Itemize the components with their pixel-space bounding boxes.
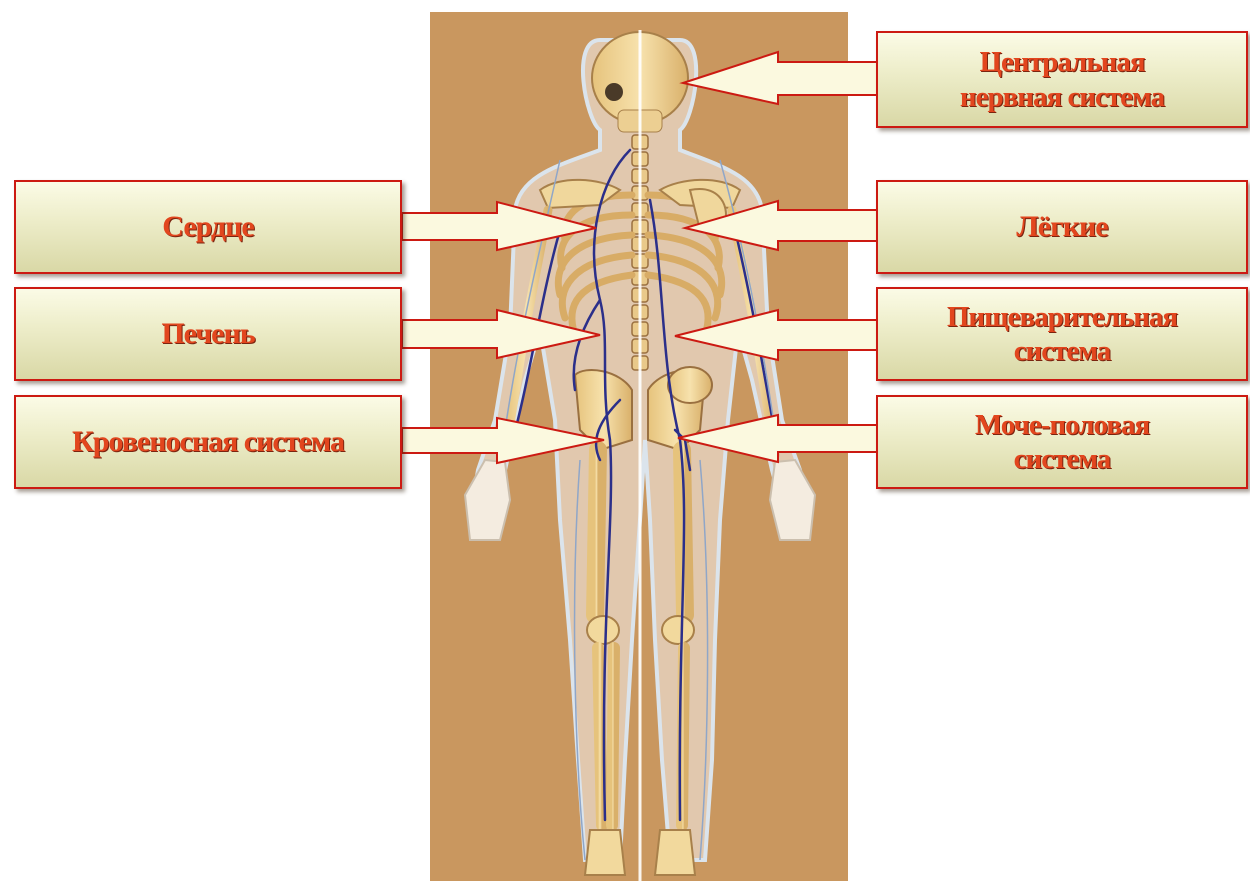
- arrow-urogenital: [678, 415, 878, 462]
- label-circulatory-text: Кровеносная система: [72, 424, 344, 459]
- arrow-liver: [402, 310, 600, 358]
- label-circulatory-system: Кровеносная система: [14, 395, 402, 489]
- label-liver-text: Печень: [161, 316, 254, 351]
- arrow-lungs: [685, 201, 878, 250]
- label-lungs: Лёгкие: [876, 180, 1248, 274]
- arrow-circulatory: [402, 418, 604, 463]
- arrow-digestive: [675, 310, 878, 360]
- label-cns-line-2: нервная система: [960, 81, 1164, 113]
- arrow-cns: [683, 52, 878, 104]
- label-heart-text: Сердце: [162, 209, 253, 244]
- label-liver: Печень: [14, 287, 402, 381]
- label-lungs-text: Лёгкие: [1016, 209, 1107, 244]
- label-urogenital-line-1: Моче-половая: [975, 409, 1149, 441]
- label-cns-line-1: Центральная: [979, 46, 1144, 78]
- label-digestive-line-1: Пищеварительная: [947, 301, 1177, 333]
- label-urogenital-line-2: система: [1014, 443, 1111, 475]
- label-heart: Сердце: [14, 180, 402, 274]
- arrow-heart: [402, 202, 596, 250]
- label-digestive-line-2: система: [1014, 335, 1111, 367]
